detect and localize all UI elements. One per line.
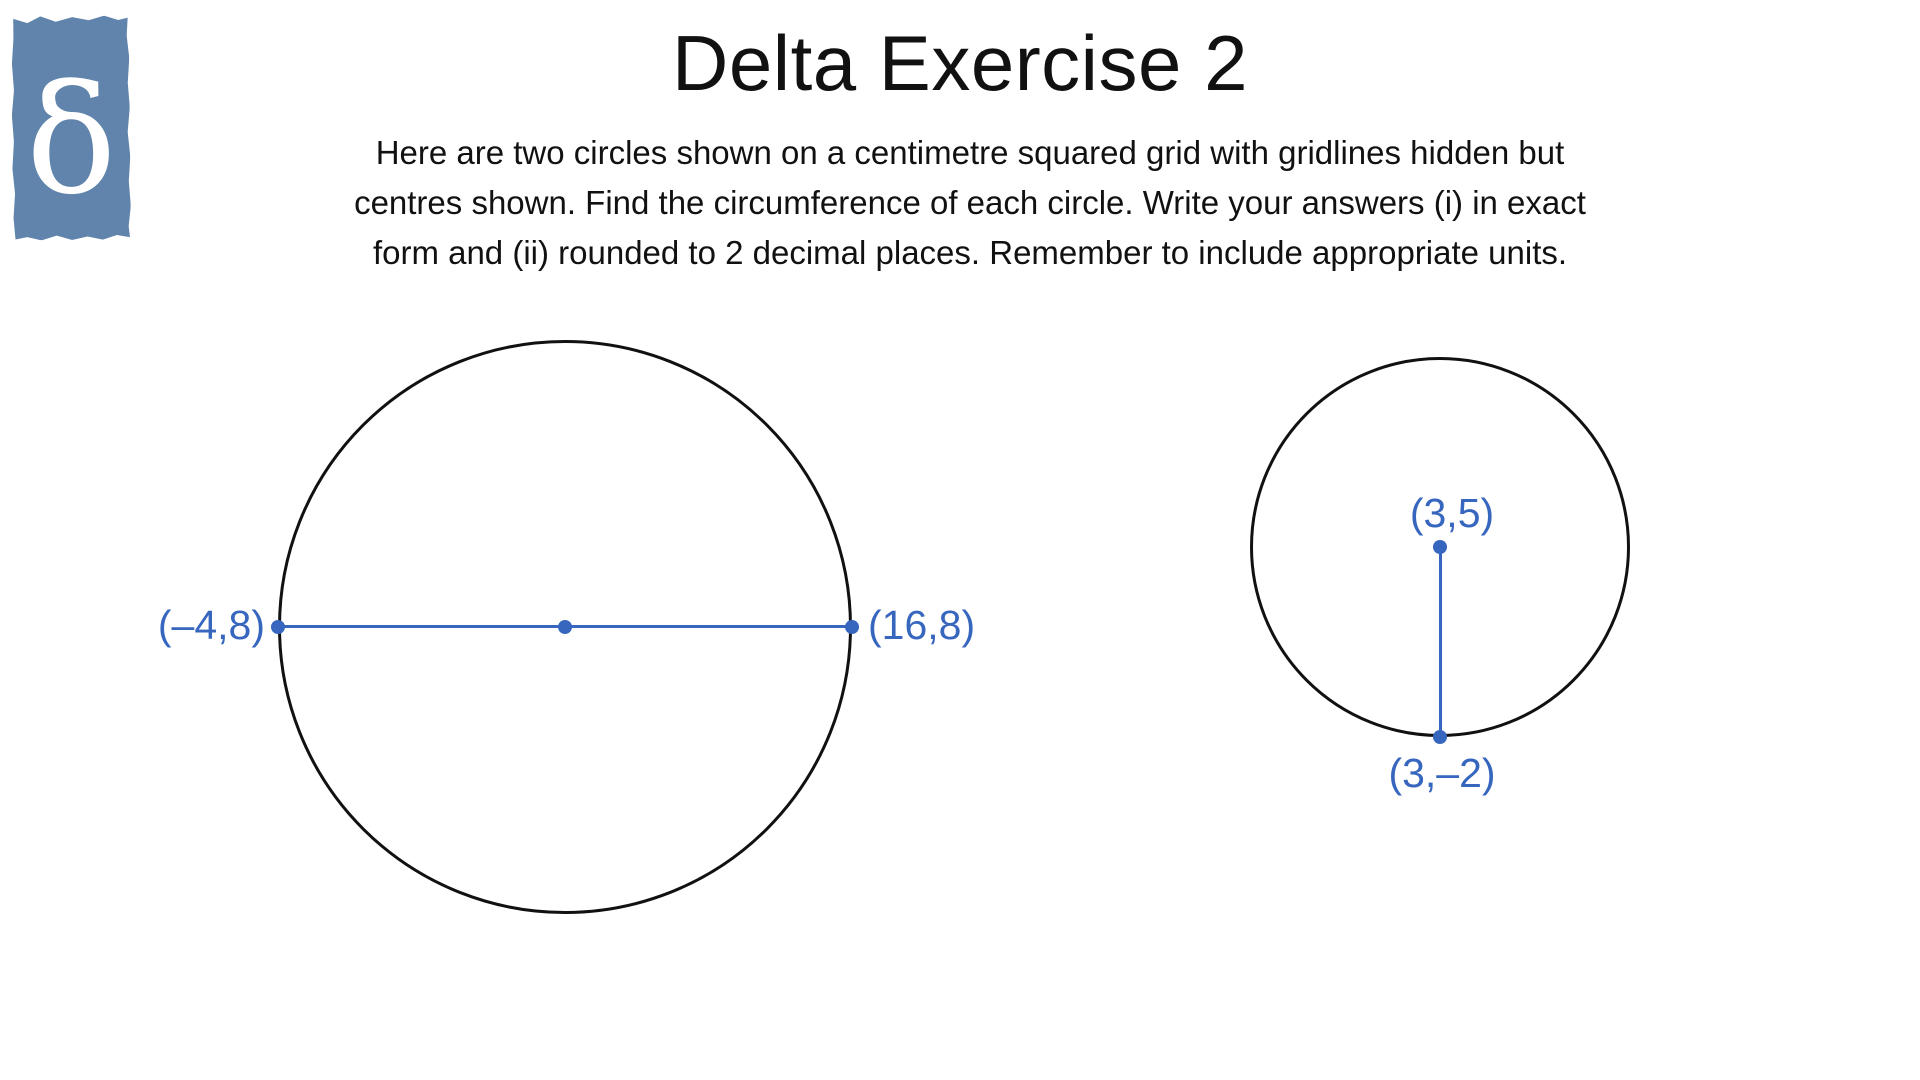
circle-a-right-point-dot <box>845 620 859 634</box>
circle-a-left-point-dot <box>271 620 285 634</box>
circle-a-centre-dot <box>558 620 572 634</box>
exercise-instructions: Here are two circles shown on a centimet… <box>180 128 1760 278</box>
circle-a-left-point-label: (–4,8) <box>157 602 265 648</box>
circle-b-centre-dot <box>1433 540 1447 554</box>
circle-b-radius-line <box>1439 547 1442 737</box>
circle-b-bottom-point-dot <box>1433 730 1447 744</box>
page-title: Delta Exercise 2 <box>672 19 1248 107</box>
circle-a-right-point-label: (16,8) <box>868 602 976 648</box>
instructions-line-3: form and (ii) rounded to 2 decimal place… <box>372 234 1568 271</box>
instructions-line-2: centres shown. Find the circumference of… <box>354 184 1586 221</box>
circle-b-centre-label: (3,5) <box>1409 490 1495 536</box>
circle-b-bottom-point-label: (3,–2) <box>1388 750 1496 796</box>
instructions-line-1: Here are two circles shown on a centimet… <box>375 134 1565 171</box>
